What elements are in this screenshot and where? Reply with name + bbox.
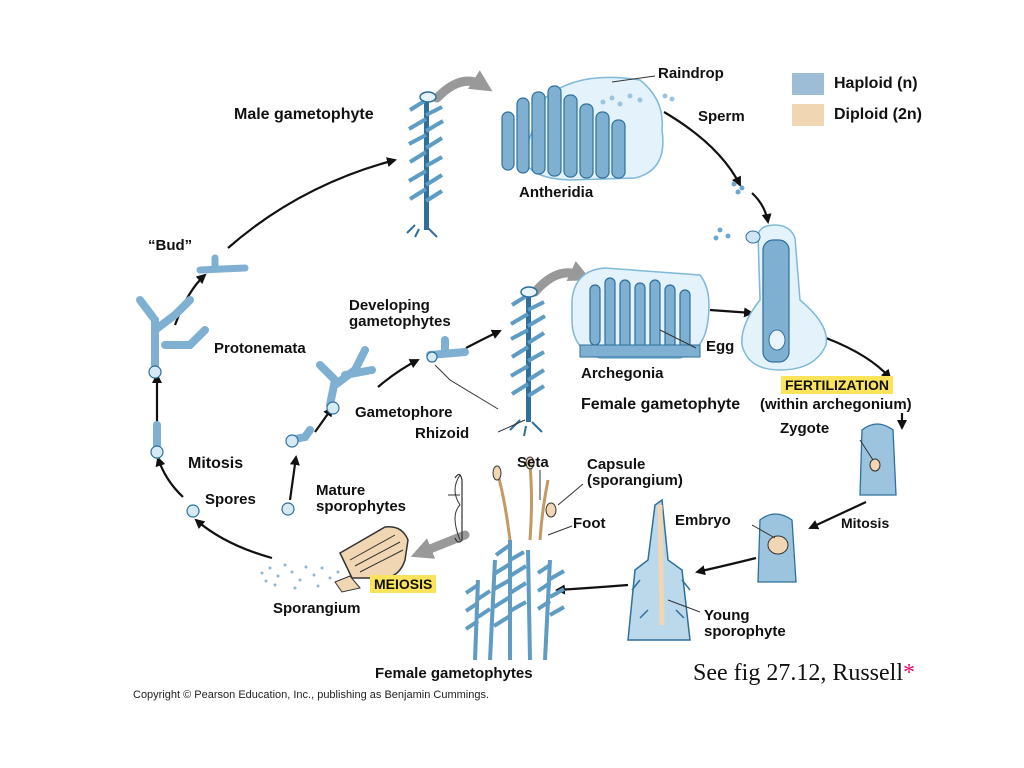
label-mitosis-right: Mitosis <box>841 515 890 531</box>
legend-haploid-swatch <box>792 73 824 95</box>
arrow-sperm-to-archegonium <box>751 192 772 224</box>
label-zygote: Zygote <box>780 420 830 437</box>
arrow-developing-to-gametophore <box>465 329 502 349</box>
protonemata-illustration <box>136 254 469 518</box>
caption-text: See fig 27.12, Russell <box>693 660 903 686</box>
label-antheridia: Antheridia <box>519 184 594 201</box>
young-sporophyte-illustration <box>627 498 691 641</box>
mature-sporophytes <box>454 456 565 661</box>
label-mature-sporophytes: Mature sporophytes <box>316 482 407 515</box>
arrow-to-developing <box>377 359 420 388</box>
label-spores: Spores <box>205 491 256 508</box>
arrow-spores-up-right <box>288 455 300 501</box>
label-mitosis-left: Mitosis <box>188 455 244 472</box>
arrow-spore-left <box>155 456 184 498</box>
spore-cloud <box>260 563 340 590</box>
legend-diploid-swatch <box>792 104 824 126</box>
label-capsule: Capsule (sporangium) <box>587 456 683 489</box>
label-male-gametophyte: Male gametophyte <box>234 106 374 123</box>
arrow-young-to-mature <box>555 583 629 595</box>
label-sperm: Sperm <box>698 108 745 125</box>
arrow-to-fertilization <box>825 336 892 380</box>
label-sporangium: Sporangium <box>273 600 361 617</box>
zygote-illustration <box>859 423 897 496</box>
label-gametophore: Gametophore <box>355 404 453 421</box>
female-gametophyte-plant <box>509 286 547 437</box>
label-protonemata: Protonemata <box>214 340 306 357</box>
label-bud: “Bud” <box>148 237 193 254</box>
leader-lines <box>434 75 874 613</box>
archegonia-illustration <box>571 267 710 359</box>
embryo-illustration <box>757 513 797 583</box>
sporangium-capsule <box>334 526 409 593</box>
label-embryo: Embryo <box>675 512 731 529</box>
archegonium-fertilization <box>741 224 828 371</box>
legend-diploid-label: Diploid (2n) <box>834 106 922 123</box>
caption: See fig 27.12, Russell* <box>693 660 915 687</box>
sperm-dots <box>713 181 745 241</box>
male-gametophyte-plant <box>406 91 445 238</box>
antheridia-illustration <box>501 76 675 181</box>
label-egg: Egg <box>706 338 735 355</box>
copyright-text: Copyright © Pearson Education, Inc., pub… <box>133 689 490 701</box>
label-female-gametophyte: Female gametophyte <box>581 396 741 413</box>
legend-haploid-label: Haploid (n) <box>834 75 918 92</box>
arrow-bud-to-male <box>227 157 397 249</box>
caption-asterisk: * <box>903 660 915 686</box>
arrow-embryo-to-young <box>695 556 757 576</box>
label-seta: Seta <box>517 454 549 471</box>
arrow-protonema-to-bud <box>173 273 207 326</box>
label-fertilization: FERTILIZATION <box>781 376 893 394</box>
arrow-archegonia-to-egg <box>709 307 754 318</box>
label-young-sporophyte: Young sporophyte <box>704 607 786 640</box>
label-foot: Foot <box>573 515 606 532</box>
arrow-sperm-down <box>663 111 741 187</box>
label-developing-gametophytes: Developing gametophytes <box>349 297 451 330</box>
label-female-gametophytes: Female gametophytes <box>375 665 533 682</box>
meiosis-highlight: MEIOSIS <box>370 575 437 593</box>
label-meiosis: MEIOSIS <box>370 575 437 593</box>
cycle-arrows <box>152 111 907 595</box>
label-raindrop: Raindrop <box>658 65 724 82</box>
label-archegonia: Archegonia <box>581 365 664 382</box>
grey-arrows <box>410 70 592 559</box>
arrow-sporangium-to-spore <box>194 518 273 560</box>
label-rhizoid: Rhizoid <box>415 425 470 442</box>
fertilization-highlight: FERTILIZATION <box>781 376 893 394</box>
arrow-zygote-to-embryo <box>808 501 867 530</box>
label-within-archegonium: (within archegonium) <box>760 396 912 413</box>
